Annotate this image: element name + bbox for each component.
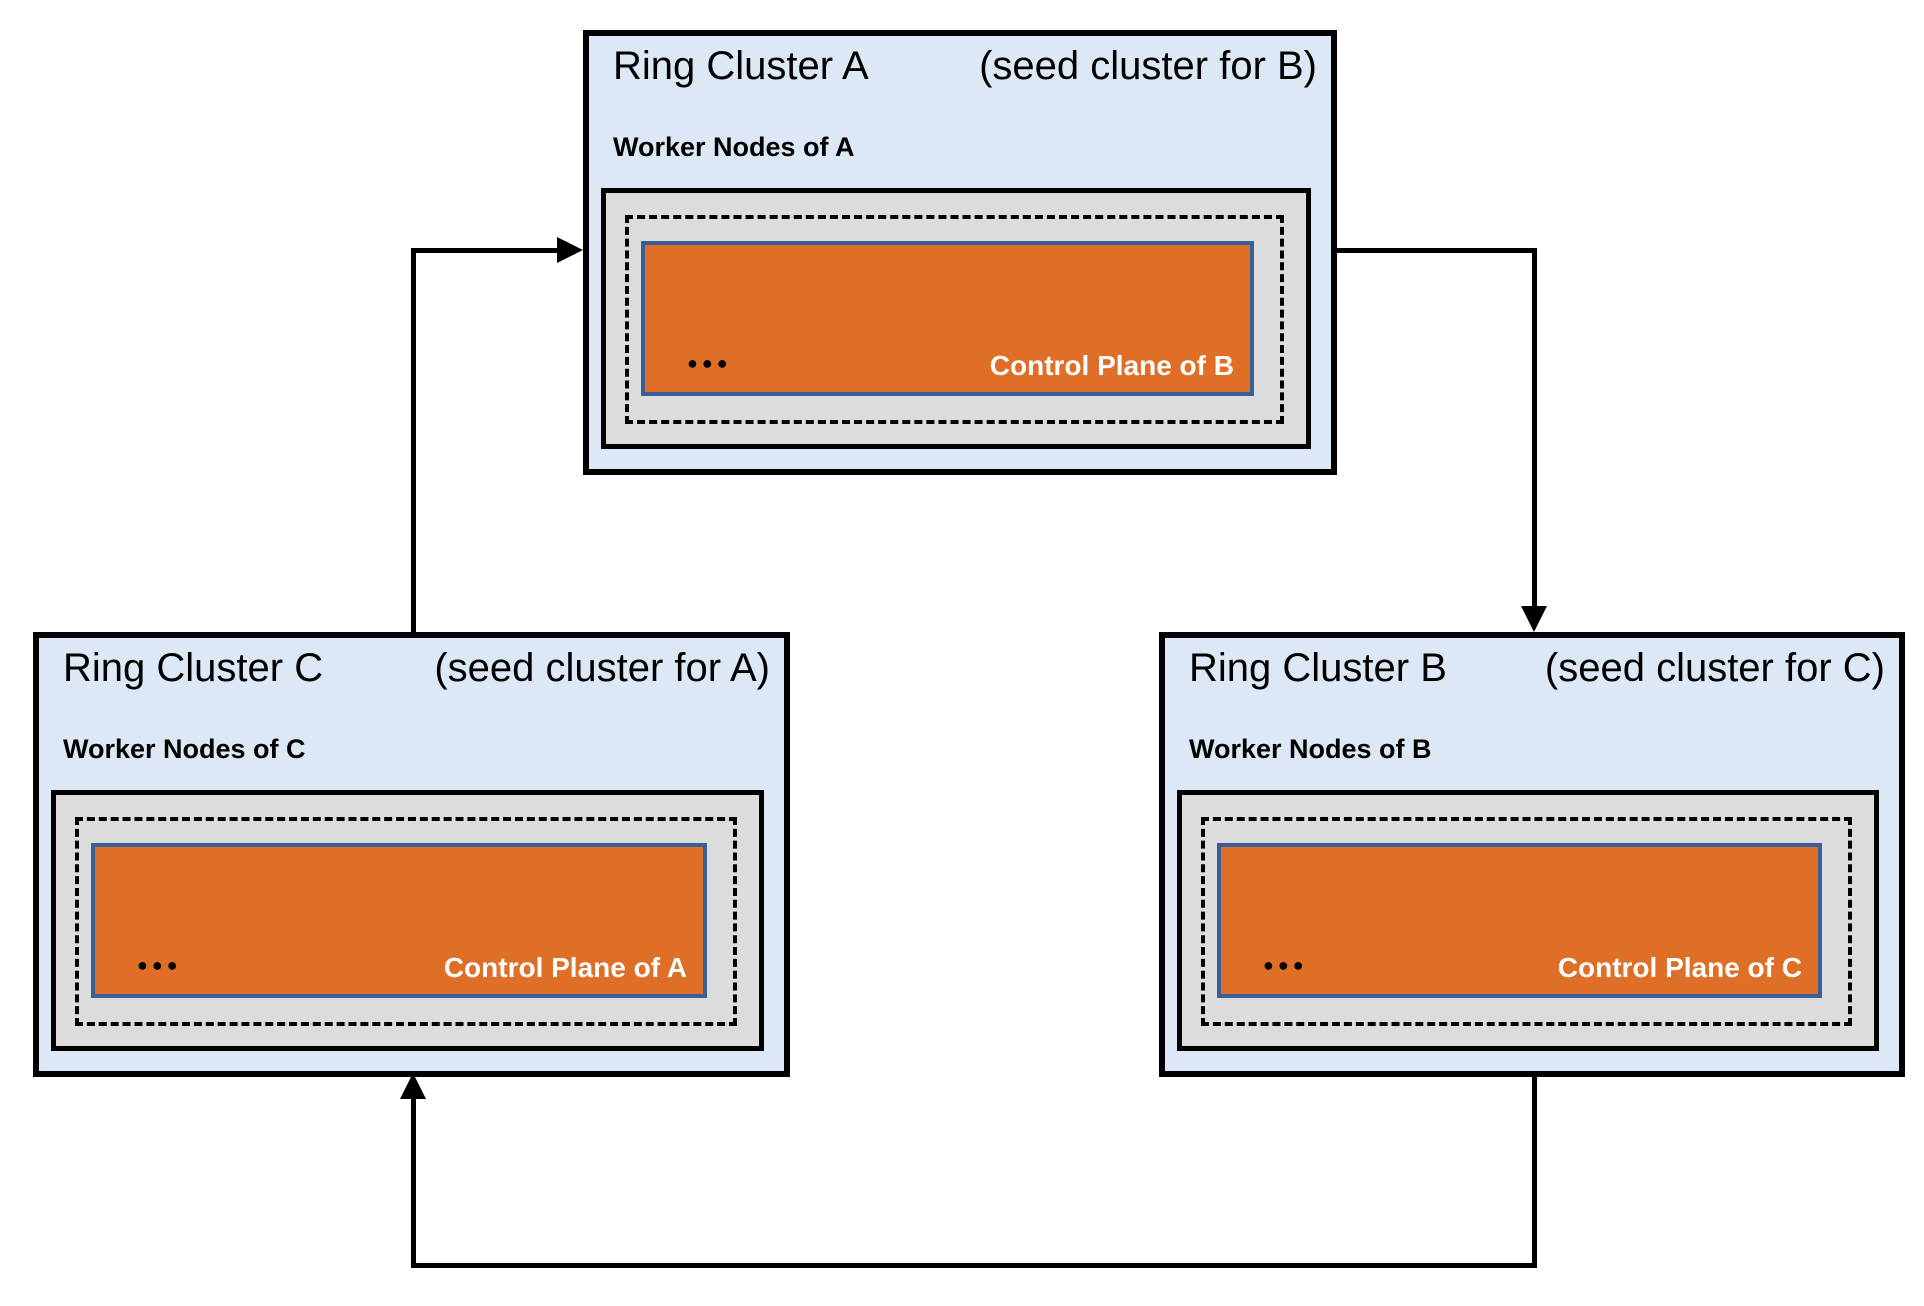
arrow-c-to-a-arrowhead-icon <box>557 237 583 263</box>
cluster-c-worker-nodes-box: ●●● Control Plane of A <box>51 790 764 1051</box>
cluster-b-worker-nodes-label: Worker Nodes of B <box>1189 734 1432 764</box>
arrow-b-to-c-vertical-segment-from-b <box>1532 1077 1537 1268</box>
cluster-b-control-plane-label: Control Plane of C <box>1557 951 1802 983</box>
cluster-c-seed-note: (seed cluster for A) <box>434 646 770 690</box>
cluster-b-name: Ring Cluster B <box>1189 646 1447 690</box>
cluster-b-seed-note: (seed cluster for C) <box>1544 646 1885 690</box>
arrow-b-to-c-vertical-segment-to-c <box>411 1099 416 1268</box>
arrow-a-to-b-vertical-segment <box>1532 248 1537 608</box>
cluster-c-worker-dashed-boundary: ●●● Control Plane of A <box>75 817 737 1026</box>
cluster-a-hosted-control-plane-box: ●●● Control Plane of B <box>641 241 1254 396</box>
arrow-c-to-a-horizontal-segment <box>411 248 559 253</box>
cluster-c-title: Ring Cluster C (seed cluster for A) <box>63 644 770 692</box>
cluster-a-title: Ring Cluster A (seed cluster for B) <box>613 42 1317 90</box>
ring-cluster-b-inner: Ring Cluster B (seed cluster for C) Work… <box>1165 638 1899 1071</box>
ring-cluster-c-inner: Ring Cluster C (seed cluster for A) Work… <box>39 638 784 1071</box>
cluster-b-hosted-control-plane-box: ●●● Control Plane of C <box>1217 843 1822 998</box>
cluster-c-worker-nodes-label: Worker Nodes of C <box>63 734 306 764</box>
ring-cluster-a: Ring Cluster A (seed cluster for B) Work… <box>583 30 1337 475</box>
cluster-c-name: Ring Cluster C <box>63 646 324 690</box>
ellipsis-dots: ●●● <box>1263 955 1308 975</box>
cluster-a-name: Ring Cluster A <box>613 44 869 88</box>
arrow-b-to-c-horizontal-segment <box>411 1263 1537 1268</box>
ellipsis-dots: ●●● <box>137 955 182 975</box>
ring-cluster-b: Ring Cluster B (seed cluster for C) Work… <box>1159 632 1905 1077</box>
cluster-a-worker-nodes-box: ●●● Control Plane of B <box>601 188 1311 449</box>
cluster-c-hosted-control-plane-box: ●●● Control Plane of A <box>91 843 707 998</box>
arrow-b-to-c-arrowhead-icon <box>400 1073 426 1099</box>
cluster-b-worker-nodes-box: ●●● Control Plane of C <box>1177 790 1879 1051</box>
ring-cluster-a-inner: Ring Cluster A (seed cluster for B) Work… <box>589 36 1331 469</box>
cluster-a-worker-dashed-boundary: ●●● Control Plane of B <box>625 215 1284 424</box>
arrow-a-to-b-arrowhead-icon <box>1521 606 1547 632</box>
cluster-a-worker-nodes-label: Worker Nodes of A <box>613 132 855 162</box>
ellipsis-dots: ●●● <box>687 353 732 373</box>
cluster-a-seed-note: (seed cluster for B) <box>979 44 1317 88</box>
cluster-b-title: Ring Cluster B (seed cluster for C) <box>1189 644 1885 692</box>
cluster-a-control-plane-label: Control Plane of B <box>989 349 1234 381</box>
cluster-b-worker-dashed-boundary: ●●● Control Plane of C <box>1201 817 1852 1026</box>
arrow-a-to-b-horizontal-segment <box>1337 248 1537 253</box>
arrow-c-to-a-vertical-segment <box>411 250 416 632</box>
cluster-c-control-plane-label: Control Plane of A <box>443 951 687 983</box>
ring-cluster-c: Ring Cluster C (seed cluster for A) Work… <box>33 632 790 1077</box>
